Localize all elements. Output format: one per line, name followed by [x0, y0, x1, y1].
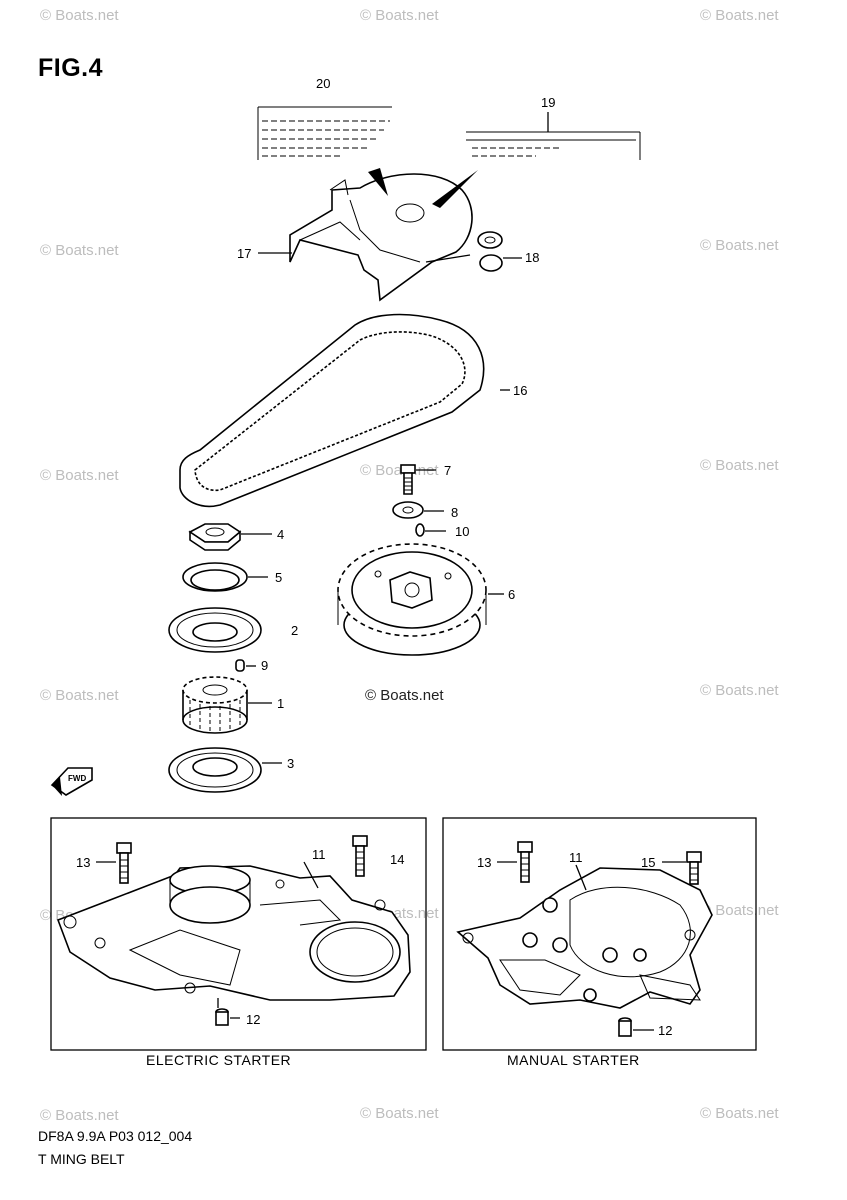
electric-callout-12: 12 [246, 1012, 260, 1027]
leader-line [425, 254, 471, 263]
watermark-center: © Boats.net [365, 687, 444, 704]
watermark: © Boats.net [40, 242, 119, 259]
fwd-label: FWD [68, 774, 86, 783]
part-3-lower-guide [168, 747, 282, 793]
electric-callout-14: 14 [390, 852, 404, 867]
callout-5: 5 [275, 570, 282, 585]
watermark: © Boats.net [40, 1107, 119, 1124]
diagram-name: T MING BELT [38, 1151, 125, 1167]
part-9-key [235, 659, 256, 672]
manual-part-13-bolt [497, 841, 533, 883]
electric-starter-caption: ELECTRIC STARTER [146, 1052, 292, 1068]
manual-part-12-dowel [618, 1017, 654, 1037]
manual-callout-15: 15 [641, 855, 655, 870]
figure-title: FIG.4 [38, 54, 104, 82]
part-18-grommet [477, 231, 522, 272]
manual-callout-13: 13 [477, 855, 491, 870]
callout-3: 3 [287, 756, 294, 771]
part-6-driven-sprocket [337, 543, 504, 656]
callout-1: 1 [277, 696, 284, 711]
watermark: © Boats.net [700, 7, 779, 24]
callout-4: 4 [277, 527, 284, 542]
part-20-decal [257, 106, 392, 160]
electric-part-11-bracket [56, 861, 411, 1001]
manual-starter-caption: MANUAL STARTER [507, 1052, 640, 1068]
callout-16: 16 [513, 383, 527, 398]
manual-part-15-bolt [662, 851, 702, 885]
watermark: © Boats.net [700, 1105, 779, 1122]
part-17-timing-belt-cover [258, 168, 478, 302]
part-8-washer [392, 501, 444, 519]
watermark: © Boats.net [700, 237, 779, 254]
watermark: © Boats.net [360, 7, 439, 24]
watermark: © Boats.net [360, 462, 439, 479]
callout-labels: 20 19 17 18 16 7 8 10 4 5 2 9 1 3 6 13 1… [76, 76, 672, 1038]
part-1-driving-sprocket [182, 676, 272, 734]
watermark-layer: © Boats.net © Boats.net © Boats.net © Bo… [40, 7, 779, 1124]
watermark: © Boats.net [700, 682, 779, 699]
manual-starter-panel [442, 817, 757, 1051]
callout-19: 19 [541, 95, 555, 110]
electric-callout-13: 13 [76, 855, 90, 870]
diagram-code: DF8A 9.9A P03 012_004 [38, 1128, 193, 1144]
electric-starter-panel [50, 817, 427, 1051]
manual-part-11-bracket [456, 864, 713, 1009]
callout-20: 20 [316, 76, 330, 91]
part-16-timing-belt [179, 313, 510, 507]
watermark: © Boats.net [40, 7, 119, 24]
part-19-decal [466, 112, 641, 160]
watermark: © Boats.net [40, 467, 119, 484]
part-2-belt-guide [168, 607, 262, 653]
callout-6: 6 [508, 587, 515, 602]
watermark: © Boats.net [40, 687, 119, 704]
electric-callout-11: 11 [312, 847, 326, 862]
electric-part-12-dowel [215, 998, 240, 1026]
manual-callout-12: 12 [658, 1023, 672, 1038]
callout-18: 18 [525, 250, 539, 265]
watermark: © Boats.net [360, 1105, 439, 1122]
part-7-bolt [400, 464, 436, 495]
manual-callout-11: 11 [569, 850, 583, 865]
electric-part-14-bolt [352, 835, 368, 877]
part-10-pin [415, 523, 446, 537]
callout-9: 9 [261, 658, 268, 673]
part-5-lock-washer [182, 562, 268, 592]
callout-7: 7 [444, 463, 451, 478]
fwd-arrow-icon: FWD [50, 767, 93, 796]
callout-8: 8 [451, 505, 458, 520]
watermark: © Boats.net [700, 457, 779, 474]
watermark: © Boats.net [700, 902, 779, 919]
callout-17: 17 [237, 246, 251, 261]
callout-10: 10 [455, 524, 469, 539]
part-4-nut [188, 523, 272, 551]
callout-2: 2 [291, 623, 298, 638]
electric-part-13-bolt [96, 842, 132, 884]
